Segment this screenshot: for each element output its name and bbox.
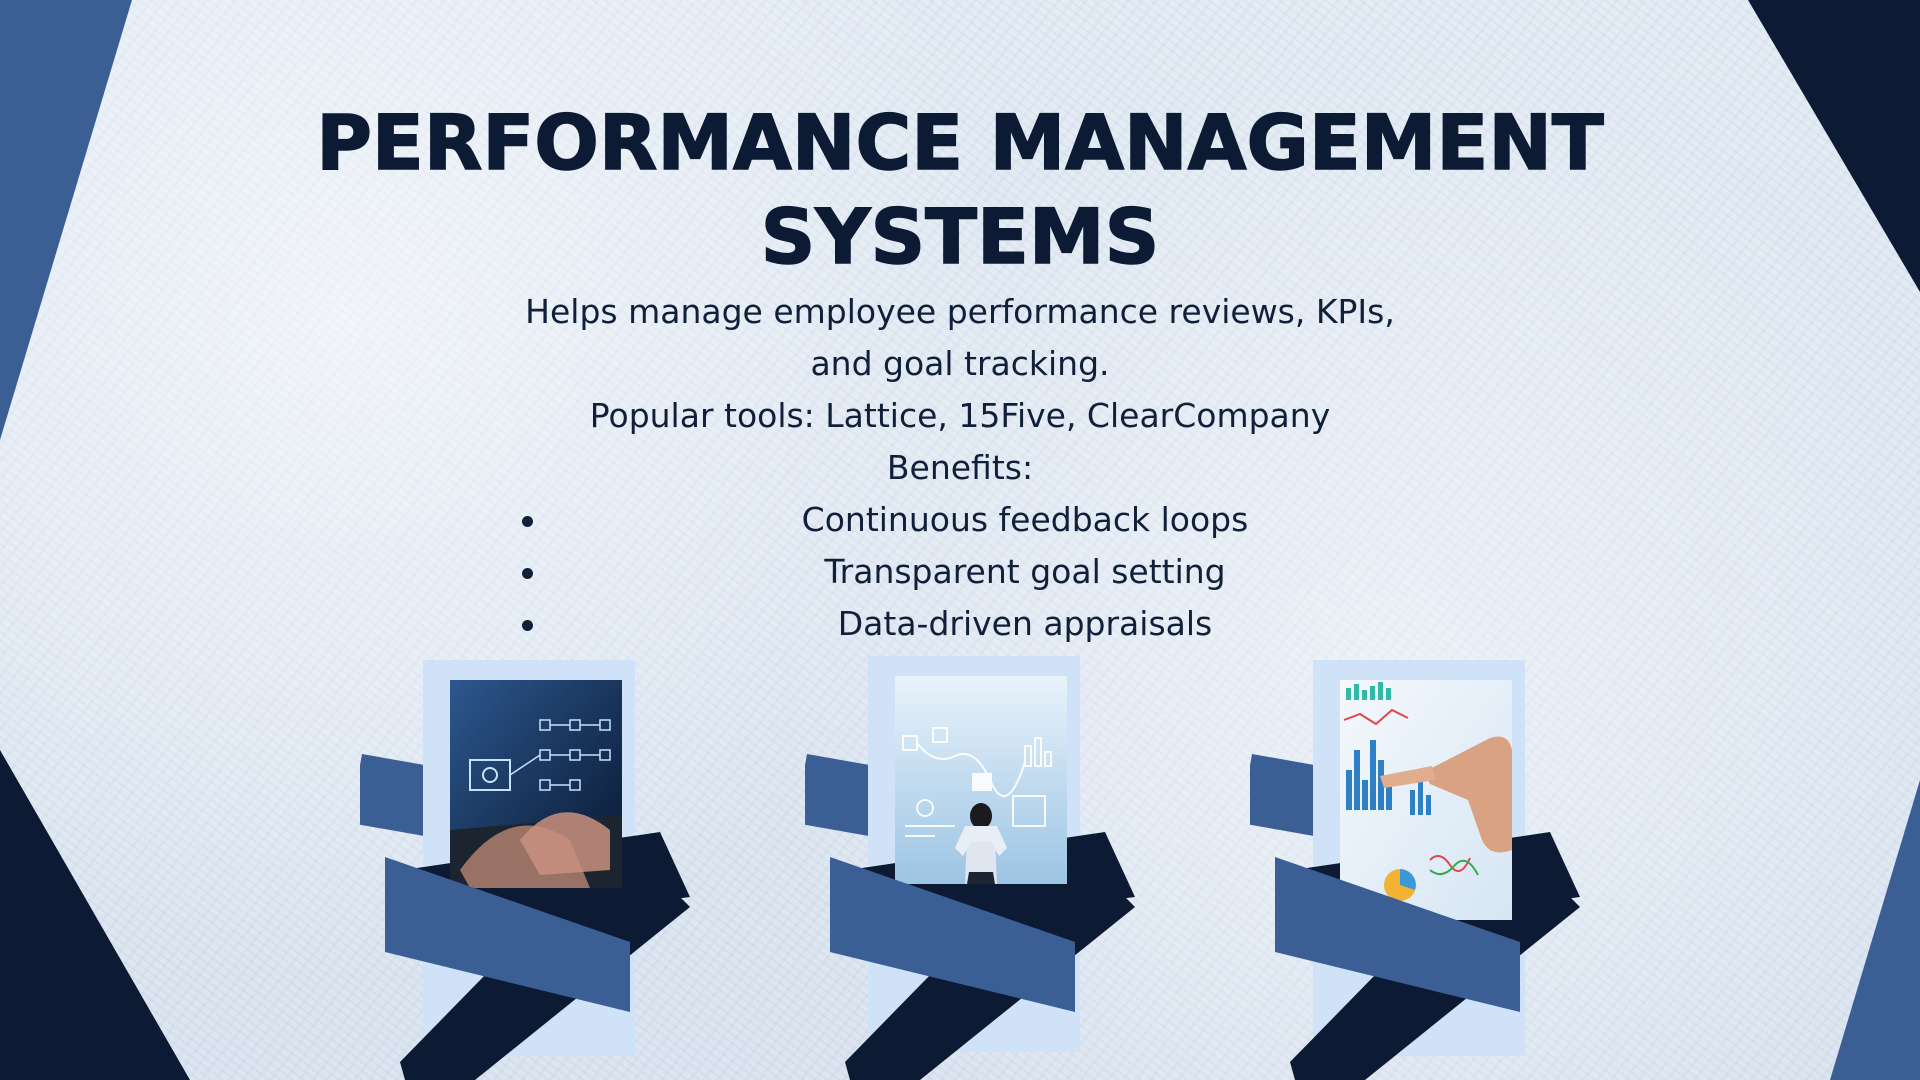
slide-title: PERFORMANCE MANAGEMENT SYSTEMS [315, 97, 1604, 282]
bullet-dot-icon [522, 516, 533, 527]
benefit-item: Data-driven appraisals [515, 598, 1475, 650]
bullet-dot-icon [522, 568, 533, 579]
card-front-ribbon [830, 857, 1075, 1012]
card-front-ribbon [1275, 857, 1520, 1012]
charts-photo [1340, 680, 1512, 920]
top-left-blue-shape [0, 0, 132, 440]
top-right-navy-shape [1748, 0, 1920, 292]
businessman-photo [895, 676, 1067, 884]
benefits-heading: Benefits: [886, 448, 1034, 487]
image-card-businessman [805, 652, 1165, 1080]
benefit-item: Transparent goal setting [515, 546, 1475, 598]
benefit-text: Data-driven appraisals [837, 604, 1213, 643]
bottom-right-blue-shape [1830, 780, 1920, 1080]
image-card-laptop [360, 652, 720, 1080]
image-card-charts [1250, 652, 1610, 1080]
bullet-dot-icon [522, 620, 533, 631]
bottom-left-navy-shape [0, 750, 190, 1080]
slide-body: Helps manage employee performance review… [490, 286, 1430, 494]
benefits-list: Continuous feedback loops Transparent go… [515, 494, 1475, 650]
description-text: Helps manage employee performance review… [525, 292, 1395, 383]
tools-text: Popular tools: Lattice, 15Five, ClearCom… [589, 396, 1331, 435]
laptop-photo [450, 680, 622, 888]
benefit-text: Continuous feedback loops [801, 500, 1249, 539]
card-front-ribbon [385, 857, 630, 1012]
benefit-text: Transparent goal setting [824, 552, 1226, 591]
benefit-item: Continuous feedback loops [515, 494, 1475, 546]
